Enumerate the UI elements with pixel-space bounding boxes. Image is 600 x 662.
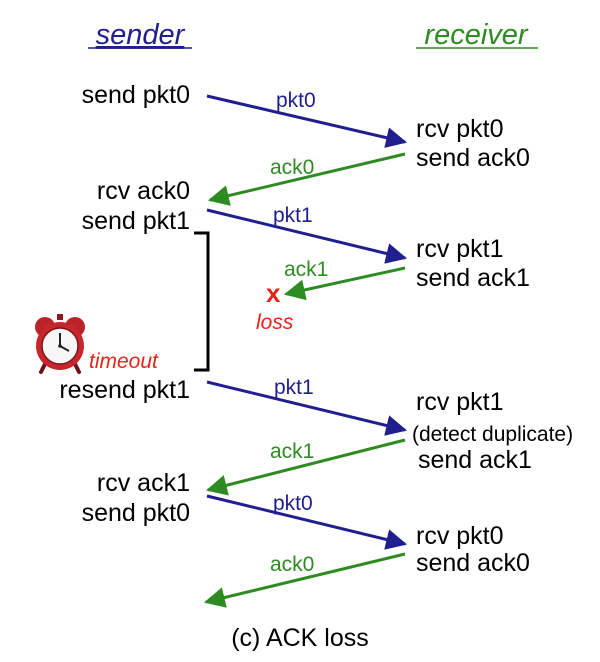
pkt1-resend-label: pkt1 [274,376,314,399]
ack0-arrow [207,152,406,206]
pkt0-arrow [206,94,408,148]
pkt1-arrow [206,208,408,264]
receiver-event-rcv-pkt1: rcv pkt1 [416,235,504,263]
ack0-label: ack0 [270,156,314,179]
ack1-lost-label: ack1 [284,258,328,281]
receiver-event-send-ack1: send ack1 [416,264,530,292]
receiver-event-send-ack1-2: send ack1 [418,446,532,474]
pkt0-label: pkt0 [276,89,316,112]
sender-header: sender [96,19,186,51]
sender-event-send-pkt0-2: send pkt0 [82,499,190,527]
sender-event-rcv-ack0: rcv ack0 [97,177,190,205]
ack0-second-arrow [203,552,406,608]
ack0-second-label: ack0 [270,553,314,576]
pkt1-resend-arrow [206,380,408,436]
ack1-lost-arrow [283,266,406,301]
sender-event-resend-pkt1: resend pkt1 [59,376,190,404]
receiver-event-rcv-pkt0-2: rcv pkt0 [416,522,504,550]
receiver-event-send-ack0: send ack0 [416,144,530,172]
pkt1-label: pkt1 [273,204,313,227]
loss-x-icon: x [266,278,281,308]
receiver-event-rcv-pkt1-dup: rcv pkt1 [416,388,504,416]
sender-event-send-pkt0: send pkt0 [82,81,190,109]
loss-label: loss [256,311,294,334]
sender-event-send-pkt1: send pkt1 [82,207,190,235]
alarm-clock-icon [35,314,85,374]
timeout-label: timeout [89,350,159,373]
caption: (c) ACK loss [231,624,369,652]
sender-event-rcv-ack1: rcv ack1 [97,469,190,497]
receiver-event-detect-duplicate: (detect duplicate) [412,423,573,446]
ack1-arrow [205,438,406,496]
receiver-event-rcv-pkt0: rcv pkt0 [416,115,504,143]
timeout-bracket [194,231,210,372]
ack1-label: ack1 [270,440,314,463]
pkt0-second-arrow [206,494,408,550]
pkt0-second-label: pkt0 [273,492,313,515]
receiver-event-send-ack0-2: send ack0 [416,549,530,577]
receiver-header: receiver [424,19,528,51]
